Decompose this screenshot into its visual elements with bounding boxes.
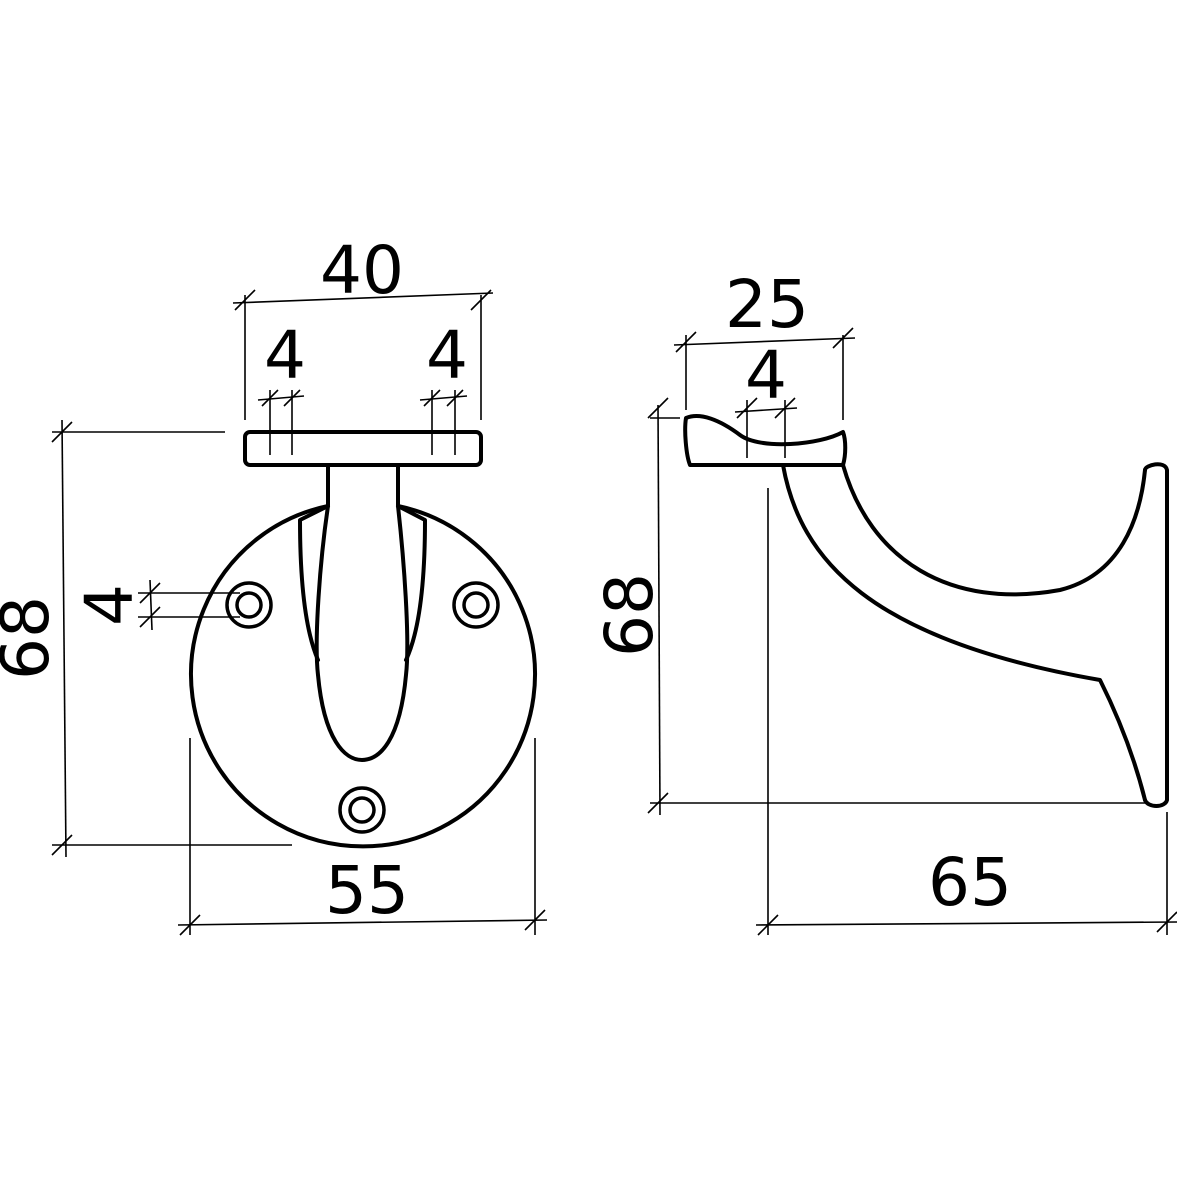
front-hole-left <box>225 581 273 629</box>
side-saddle <box>683 414 848 467</box>
dim-line-front-top-width <box>232 289 494 420</box>
side-arm-outer <box>781 463 1147 802</box>
dim-line-front-base-width <box>177 738 548 936</box>
dim-line-front-top-left <box>257 389 305 455</box>
dim-front-top-left-thickness: 4 <box>264 317 306 394</box>
dim-front-hole-size: 4 <box>71 584 148 626</box>
front-stem-flange-left <box>298 504 330 662</box>
dim-line-side-height <box>647 397 1145 816</box>
dim-side-projection: 65 <box>928 844 1012 921</box>
dim-front-base-width: 55 <box>325 852 409 929</box>
dim-line-front-hole <box>138 579 240 631</box>
dim-front-top-right-thickness: 4 <box>426 317 468 394</box>
front-view: 40 4 4 68 <box>0 232 548 936</box>
dim-front-top-width: 40 <box>320 232 404 309</box>
front-stem-flange-right <box>396 504 427 662</box>
dim-side-saddle-width: 25 <box>725 266 809 343</box>
dim-line-front-top-right <box>419 389 468 455</box>
front-stem-outer <box>314 463 410 762</box>
front-hole-right <box>452 581 500 629</box>
dim-side-saddle-thickness: 4 <box>745 337 787 414</box>
dim-front-height: 68 <box>0 596 64 680</box>
dim-side-height: 68 <box>591 573 668 657</box>
dim-line-side-saddle-thickness <box>734 397 798 458</box>
side-arm-inner <box>841 463 1147 597</box>
side-view: 25 4 68 65 <box>591 266 1177 936</box>
front-saddle-plate <box>243 430 483 467</box>
front-hole-bottom <box>338 786 386 834</box>
dim-line-front-height <box>51 419 292 858</box>
side-wall-plate <box>1143 462 1169 808</box>
dim-line-side-projection <box>755 488 1177 936</box>
front-base-plate <box>189 504 537 849</box>
dim-line-side-saddle-width <box>673 327 856 420</box>
